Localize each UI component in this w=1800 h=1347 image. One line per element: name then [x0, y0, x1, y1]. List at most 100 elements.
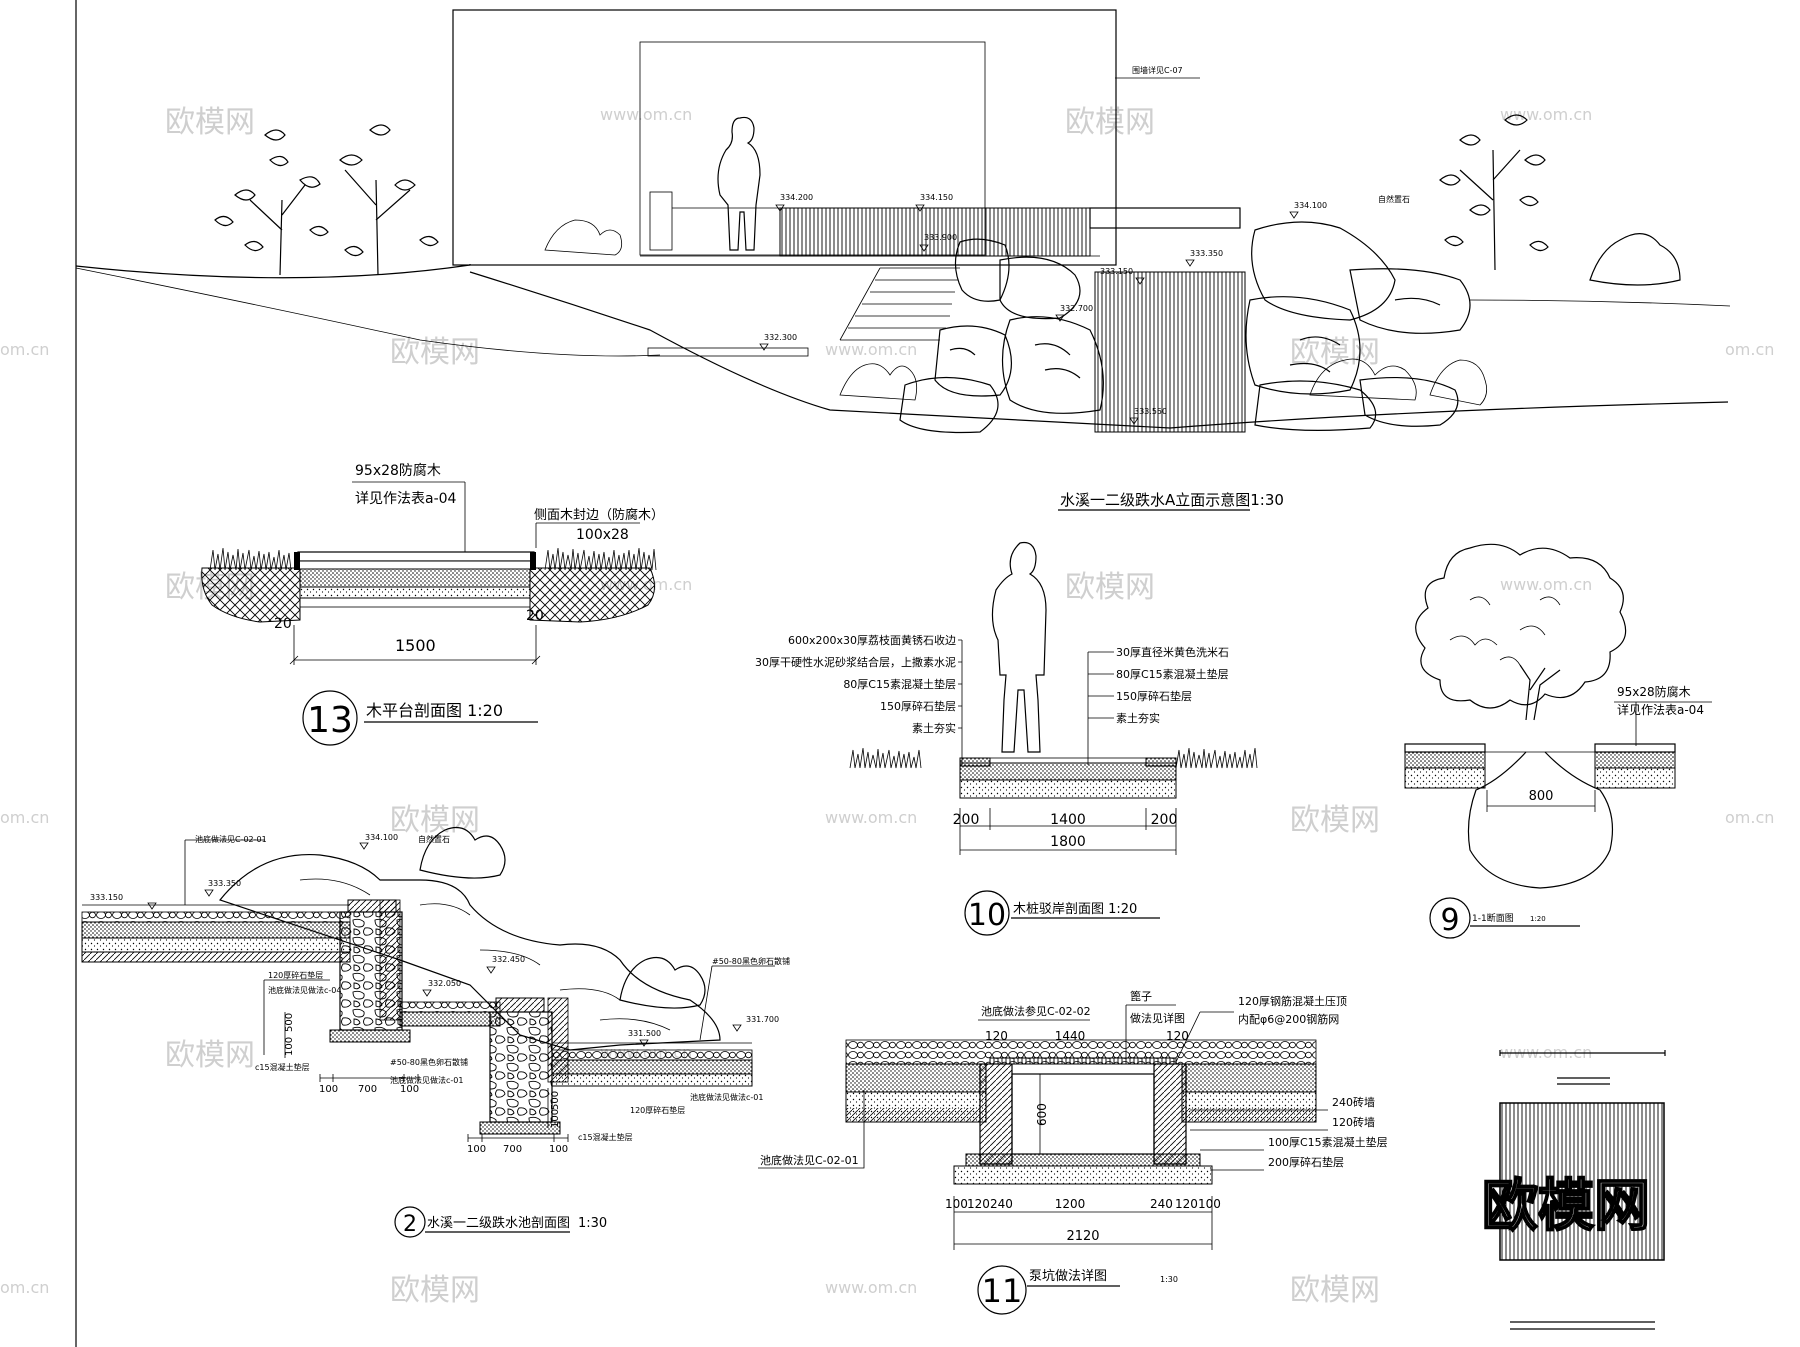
detail-number: 11 — [982, 1272, 1023, 1310]
soil-left — [846, 1108, 986, 1122]
label-edge: 侧面木封边（防腐木） — [534, 507, 664, 523]
pit-interior — [1011, 1073, 1155, 1155]
label: 100厚C15素混凝土垫层 — [1268, 1135, 1388, 1149]
dim-inner-v: 600 — [1035, 1103, 1049, 1126]
dim-lines — [959, 808, 1177, 855]
gravel-mid — [399, 1011, 501, 1027]
level-label: 331.700 — [746, 1015, 779, 1024]
leaders-left — [958, 639, 963, 765]
dim-left: 20 — [274, 616, 292, 632]
grate-plan: 欧模网 — [1481, 1050, 1666, 1330]
concrete-left — [845, 1063, 987, 1093]
root-ball — [1467, 751, 1614, 889]
watermark-text: 欧模网 — [165, 105, 255, 140]
gravel-right — [1594, 751, 1676, 769]
label: 150厚碎石垫层 — [880, 699, 956, 713]
terrain-right — [1469, 299, 1731, 307]
watermark-text: 欧模网 — [1065, 570, 1155, 605]
gravel-lower — [551, 1059, 753, 1075]
base-upper — [81, 951, 351, 963]
dim: 700 — [503, 1144, 522, 1155]
level-label: 334.100 — [365, 833, 398, 842]
detail-number-circle — [302, 690, 358, 746]
dim: 500 — [550, 1091, 561, 1110]
label: c15混凝土垫层 — [578, 1132, 633, 1142]
detail-9-cross-section: 800 95x28防腐木 详见作法表a-04 9 1-1断面图 1:20 — [1404, 543, 1712, 939]
detail-title: 1-1断面图 — [1472, 912, 1514, 924]
detail-number-circle — [964, 890, 1010, 936]
level-label: 334.100 — [1294, 201, 1327, 210]
stairs — [839, 267, 960, 341]
layer-surface — [959, 757, 1177, 764]
watermark-site: om.cn — [0, 1278, 49, 1297]
label: 120厚碎石垫层 — [630, 1105, 685, 1115]
dim: 100 — [467, 1144, 486, 1155]
watermark-site: om.cn — [0, 808, 49, 827]
deck-right — [1594, 743, 1676, 753]
label-edge-size: 100x28 — [576, 527, 629, 543]
label: 素土夯实 — [912, 721, 956, 735]
watermark-site: om.cn — [0, 340, 49, 359]
label: 做法见详图 — [1130, 1011, 1185, 1025]
dim: 120 — [985, 1029, 1008, 1043]
label: 30厚直径米黄色洗米石 — [1116, 645, 1229, 659]
label: 30厚干硬性水泥砂浆结合层，上撒素水泥 — [755, 655, 956, 669]
elevation-drawing: 围墙详见C-07 — [75, 9, 1731, 511]
pit-wall-left — [979, 1063, 1013, 1165]
detail-number: 9 — [1440, 903, 1459, 938]
level-label: 333.900 — [924, 233, 957, 242]
watermark-text: 欧模网 — [165, 1038, 255, 1073]
detail-number-circle — [394, 1206, 426, 1238]
soil-right — [529, 567, 655, 623]
label: 120厚钢筋混凝土压顶 — [1238, 994, 1347, 1008]
pebbles-upper — [81, 911, 351, 923]
dim: 120 — [967, 1197, 990, 1211]
shrubs — [544, 219, 1488, 406]
dim: 100 — [550, 1109, 561, 1128]
tree-trunk — [1519, 664, 1561, 721]
label: 80厚C15素混凝土垫层 — [843, 677, 956, 691]
label: c15混凝土垫层 — [255, 1062, 310, 1072]
level-label: 333.350 — [208, 879, 241, 888]
detail-number: 10 — [968, 898, 1006, 933]
grate-plan-top-line — [1499, 1050, 1666, 1056]
deck-board — [297, 551, 535, 562]
label: 池底做法见做法c-01 — [690, 1092, 763, 1102]
leaders — [184, 839, 775, 1055]
deck-base — [299, 597, 531, 608]
dim: 800 — [1529, 789, 1554, 804]
footing-1 — [329, 1029, 411, 1043]
label: #50-80黑色卵石散铺 — [390, 1057, 468, 1067]
left-labels: 600x200x30厚荔枝面黄锈石收边 30厚干硬性水泥砂浆结合层，上撒素水泥 … — [755, 633, 956, 735]
pebbles-mid — [399, 1001, 501, 1013]
detail-scale: 1:30 — [1160, 1275, 1178, 1284]
dim-lines — [284, 1012, 569, 1142]
watermark-text: 欧模网 — [1290, 335, 1380, 370]
watermark-text: 欧模网 — [1290, 803, 1380, 838]
dim: 120 — [1166, 1029, 1189, 1043]
watermark-text: 欧模网 — [390, 1273, 480, 1308]
label: 内配φ6@200钢筋网 — [1238, 1012, 1339, 1026]
detail-number: 2 — [403, 1212, 417, 1237]
detail-scale: 1:30 — [578, 1216, 607, 1231]
label: 120砖墙 — [1332, 1115, 1375, 1129]
pebbles-lower — [551, 1049, 753, 1061]
label-bottom-left: 池底做法见C-02-01 — [760, 1153, 859, 1167]
deck-concrete — [299, 568, 531, 588]
pool-labels: 池底做法见C-02-01 自然置石 #50-80黑色卵石散铺 120厚碎石垫层 … — [195, 834, 790, 1142]
tree-cluster-right — [1439, 114, 1681, 286]
grass — [849, 747, 1258, 769]
layer-concrete — [959, 762, 1177, 781]
level-label: 333.150 — [90, 893, 123, 902]
watermark-text: 欧模网 — [1290, 1273, 1380, 1308]
level-label: 332.050 — [428, 979, 461, 988]
rock-outline — [218, 853, 721, 1051]
dim: 1200 — [1055, 1197, 1086, 1211]
elevation-title: 水溪一二级跌水A立面示意图1:30 — [1060, 491, 1284, 509]
dim: 100 — [284, 1037, 295, 1056]
label: 120厚碎石垫层 — [268, 970, 323, 980]
right-labels: 120厚钢筋混凝土压顶 内配φ6@200钢筋网 240砖墙 120砖墙 100厚… — [1238, 994, 1388, 1169]
concrete-cap-2 — [495, 997, 545, 1013]
grate — [989, 1057, 1177, 1065]
